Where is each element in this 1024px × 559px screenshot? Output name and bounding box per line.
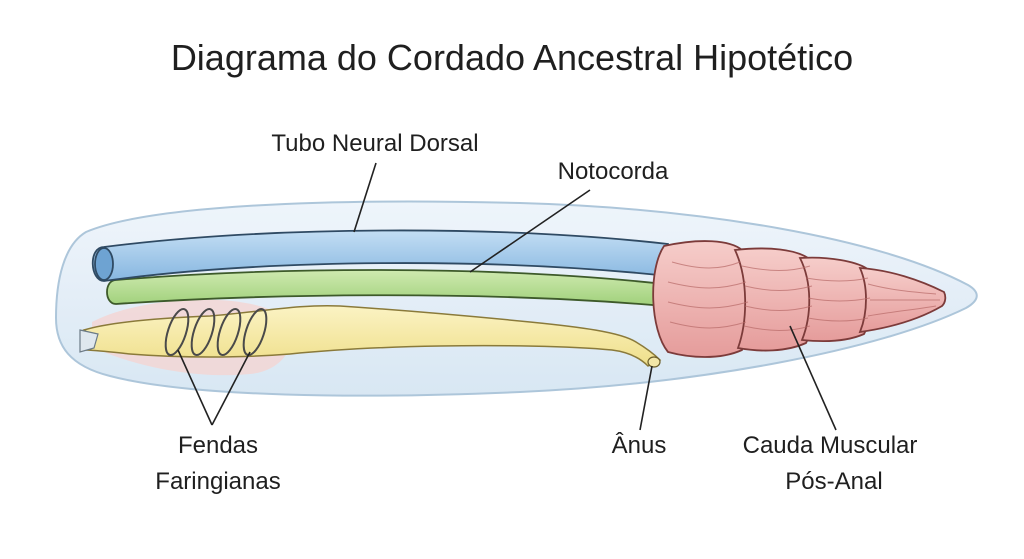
label-anus: Ânus (612, 432, 667, 459)
mouth (79, 329, 99, 353)
leader-tail (789, 325, 837, 431)
neural-tube (91, 229, 669, 282)
leader-notochord (469, 189, 591, 273)
leader-gill-slits-a (177, 349, 213, 426)
neural-tube-opening (94, 247, 114, 281)
diagram-title: Diagrama do Cordado Ancestral Hipotético (170, 37, 854, 78)
leader-gill-slits-b (211, 351, 251, 426)
leader-lines (177, 162, 837, 431)
leader-neural-tube (353, 162, 377, 233)
label-gill-slits-line1: Fendas (178, 432, 258, 459)
label-notochord: Notocorda (558, 158, 669, 185)
leader-anus (639, 365, 653, 431)
label-tail-line2: Pós-Anal (785, 468, 882, 495)
muscle-striations (667, 261, 940, 331)
label-neural-tube: Tubo Neural Dorsal (271, 130, 478, 157)
anus-opening (647, 356, 661, 368)
gill-slits (164, 308, 268, 356)
label-tail-line1: Cauda Muscular (743, 432, 918, 459)
label-gill-slits-line2: Faringianas (155, 468, 280, 495)
